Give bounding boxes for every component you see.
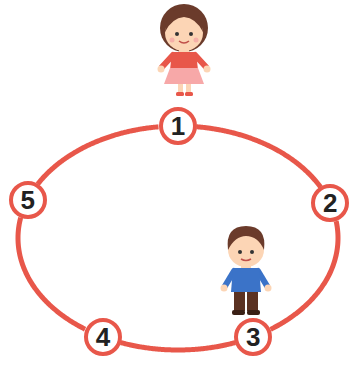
boy-figure bbox=[221, 226, 272, 315]
station-number: 2 bbox=[323, 190, 337, 216]
station-number: 3 bbox=[246, 324, 260, 350]
station-number: 5 bbox=[20, 187, 34, 213]
station-circle: 1 bbox=[159, 107, 197, 145]
station-number: 1 bbox=[171, 113, 185, 139]
track-arc bbox=[271, 221, 338, 329]
station-circle: 4 bbox=[84, 318, 122, 356]
station-number: 4 bbox=[96, 324, 110, 350]
station-circle: 5 bbox=[9, 181, 47, 219]
track-arc bbox=[38, 127, 159, 184]
track-arc bbox=[196, 127, 320, 187]
station-circle: 2 bbox=[311, 184, 349, 222]
track-arc bbox=[18, 218, 85, 329]
girl-figure bbox=[158, 4, 211, 96]
station-circle: 3 bbox=[234, 318, 272, 356]
track-arc bbox=[121, 343, 236, 350]
